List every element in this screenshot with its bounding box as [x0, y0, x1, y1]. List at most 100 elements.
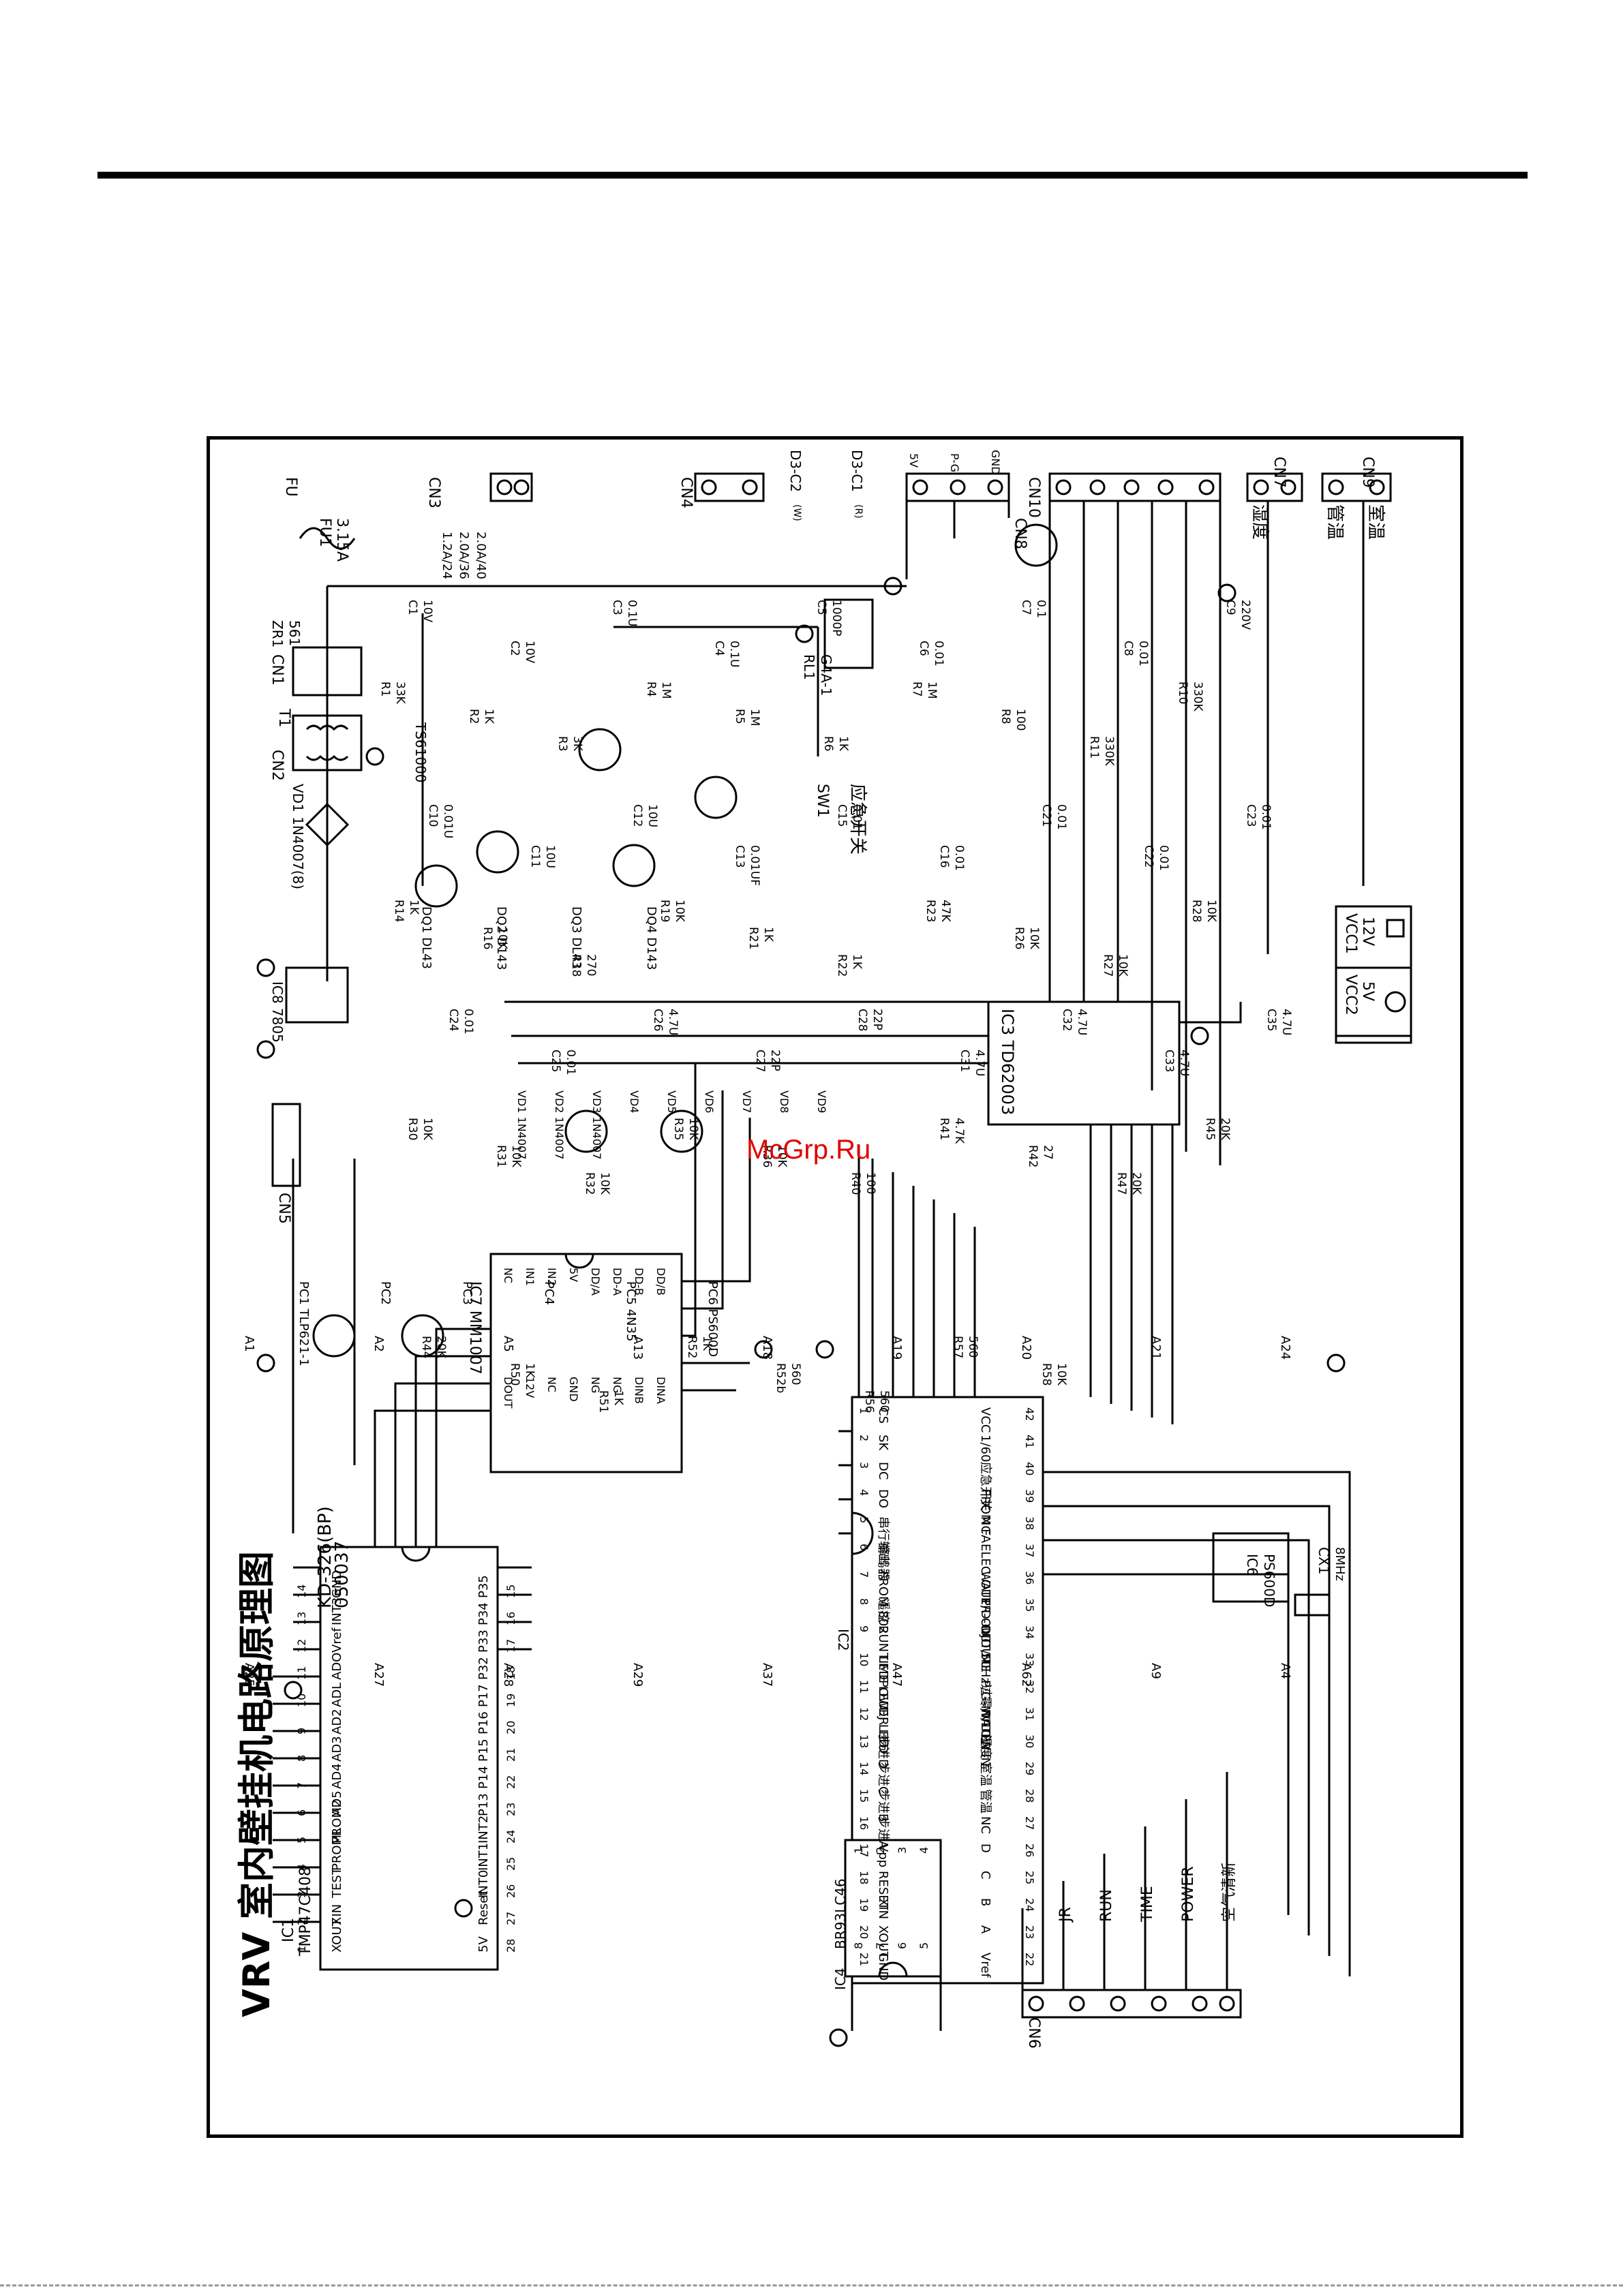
d3c1-tag: (R): [853, 504, 864, 519]
ic1-pin-18-name: P32: [476, 1657, 491, 1680]
ic1-pin-15-name: P35: [476, 1575, 491, 1598]
ic2-pin-28-name: 管温: [978, 1789, 992, 1813]
ic2-pin-22-name: Vref: [978, 1953, 992, 1978]
ic1-pin-3-num: 3: [295, 1891, 308, 1898]
test-point-a5: A5: [501, 1336, 515, 1352]
ic6-body: [1212, 1532, 1290, 1603]
top-rule: [97, 172, 1528, 179]
resistor-r50-ref: R50: [508, 1363, 521, 1386]
capacitor-c21-ref: C21: [1040, 804, 1053, 827]
ic2-notch: [851, 1512, 874, 1555]
capacitor-c31-value: 4.7U: [973, 1050, 986, 1076]
ic1-pin-19-name: P17: [476, 1684, 491, 1707]
cn6-label-5: 空气清新: [1221, 1862, 1238, 1922]
ic2-pin-42-num: 42: [1023, 1407, 1036, 1421]
ic7-pin-2: IN1: [524, 1268, 536, 1286]
capacitor-c35-ref: C35: [1264, 1009, 1278, 1032]
legend-vcc1-symbol: [1386, 919, 1405, 938]
ic1-pin-5-num: 5: [295, 1837, 308, 1843]
ic1-pin-23-num: 23: [504, 1803, 517, 1816]
diode-label-8: VD8: [778, 1090, 791, 1113]
ic1-pin-12-name: Vref: [330, 1627, 344, 1653]
cn5-label: CN5: [275, 1193, 292, 1224]
resistor-r57-ref: R57: [951, 1336, 965, 1358]
capacitor-c28-ref: C28: [855, 1009, 869, 1032]
ic1-pin-16-name: P34: [476, 1602, 491, 1625]
capacitor-c26-value: 4.7U: [666, 1009, 680, 1035]
cn8-body: [905, 472, 1010, 502]
legend-vcc2-box: [1335, 966, 1412, 1037]
capacitor-c16-value: 0.01: [952, 845, 966, 871]
legend-vcc1-voltage: 12V: [1359, 917, 1376, 946]
legend-vcc2: VCC2: [1342, 975, 1359, 1015]
capacitor-c22-ref: C22: [1142, 845, 1155, 868]
ic2-pin-15-name: 步进B: [876, 1789, 890, 1822]
ic7-pin-3: IN2: [545, 1268, 558, 1286]
cn10-label: CN10: [1025, 477, 1042, 518]
ic3-label: IC3 TD62003: [998, 1009, 1017, 1115]
capacitor-c21-value: 0.01: [1055, 804, 1068, 830]
legend-vcc1-box: [1335, 905, 1412, 1044]
resistor-r23-ref: R23: [924, 900, 937, 922]
ic2-pin-32-num: 32: [1023, 1680, 1036, 1694]
test-point-a20: A20: [1019, 1336, 1033, 1360]
transistor-pc3: [694, 776, 738, 819]
capacitor-c1-ref: C1: [406, 600, 419, 615]
cn8-pin-3: GND: [989, 450, 1002, 475]
resistor-r56-value: 560: [877, 1390, 891, 1412]
ic2-pin-31-name: WATER-IN: [978, 1707, 992, 1766]
ic7-pin-9: DOUT: [502, 1377, 515, 1409]
cn6-body: [1021, 1989, 1242, 2019]
cn6-label-3: TIME: [1139, 1886, 1156, 1923]
test-point-a4: A4: [1278, 1663, 1292, 1679]
resistor-r7-ref: R7: [910, 682, 924, 697]
test-point-a19: A19: [890, 1336, 904, 1360]
ic1-pin-21-name: P15: [476, 1739, 491, 1762]
ic7-pin-13: NG: [589, 1377, 602, 1393]
test-point-a2: A2: [371, 1336, 386, 1352]
capacitor-c9-value: 220V: [1239, 600, 1252, 630]
ic2-pin-5-num: 5: [858, 1516, 870, 1523]
capacitor-c1-value: 10V: [421, 600, 434, 623]
cn10-body: [1048, 472, 1222, 502]
resistor-r1-value: 33K: [393, 682, 407, 705]
ic2-pin-20-num: 20: [858, 1925, 870, 1939]
ic7-notch: [564, 1253, 594, 1269]
ic7-pin-11: NC: [545, 1377, 558, 1392]
ic2-pin-38-name: NC: [978, 1516, 992, 1534]
resistor-r14-ref: R14: [392, 900, 406, 922]
resistor-r1-ref: R1: [378, 682, 392, 697]
capacitor-c28-value: 22P: [870, 1009, 884, 1030]
ic1-pin-10-name: ADL: [330, 1683, 344, 1707]
ic1-pin-14-num: 14: [295, 1585, 308, 1598]
fuse-value-label: 3.15A: [333, 518, 350, 562]
capacitor-c12-value: 10U: [646, 804, 659, 827]
resistor-r41-value: 4.7K: [952, 1118, 966, 1144]
test-point-a62: A62: [1019, 1663, 1033, 1687]
ic4-part-label: BR93LC46: [832, 1878, 849, 1949]
ic1-pin-8-num: 8: [295, 1755, 308, 1762]
diode-label-2: VD2 1N4007: [553, 1090, 566, 1159]
ic1-pin-19-num: 19: [504, 1694, 517, 1707]
resistor-r19-ref: R19: [658, 900, 671, 922]
ic2-pin-7-name: FROM 802: [876, 1571, 890, 1634]
ic2-pin-40-name: 应急开关: [978, 1462, 992, 1511]
ic1-pin-4-num: 4: [295, 1864, 308, 1871]
ic2-pin-25-name: C: [978, 1871, 992, 1880]
ic1-pin-23-name: P13: [476, 1793, 491, 1816]
ic2-pin-41-name: 1/60: [978, 1435, 992, 1462]
diode-label-6: VD6: [703, 1090, 716, 1113]
resistor-r22-value: 1K: [850, 954, 864, 970]
ic1-pin-28-num: 28: [504, 1939, 517, 1953]
capacitor-c15-ref: C15: [835, 804, 849, 827]
transistor-label-4: DQ4 D143: [644, 906, 658, 970]
resistor-r47-value: 20K: [1129, 1172, 1143, 1195]
ic1-pin-16-num: 16: [504, 1612, 517, 1625]
optocoupler-label-1: PC1 TLP621-1: [297, 1281, 311, 1366]
ic2-pin-2-num: 2: [858, 1435, 870, 1441]
reset-ic-value-label: PS600D: [1261, 1554, 1277, 1607]
ic2-pin-24-name: B: [978, 1898, 992, 1906]
ic2-pin-40-num: 40: [1023, 1462, 1036, 1475]
ic7-body: [489, 1253, 683, 1473]
